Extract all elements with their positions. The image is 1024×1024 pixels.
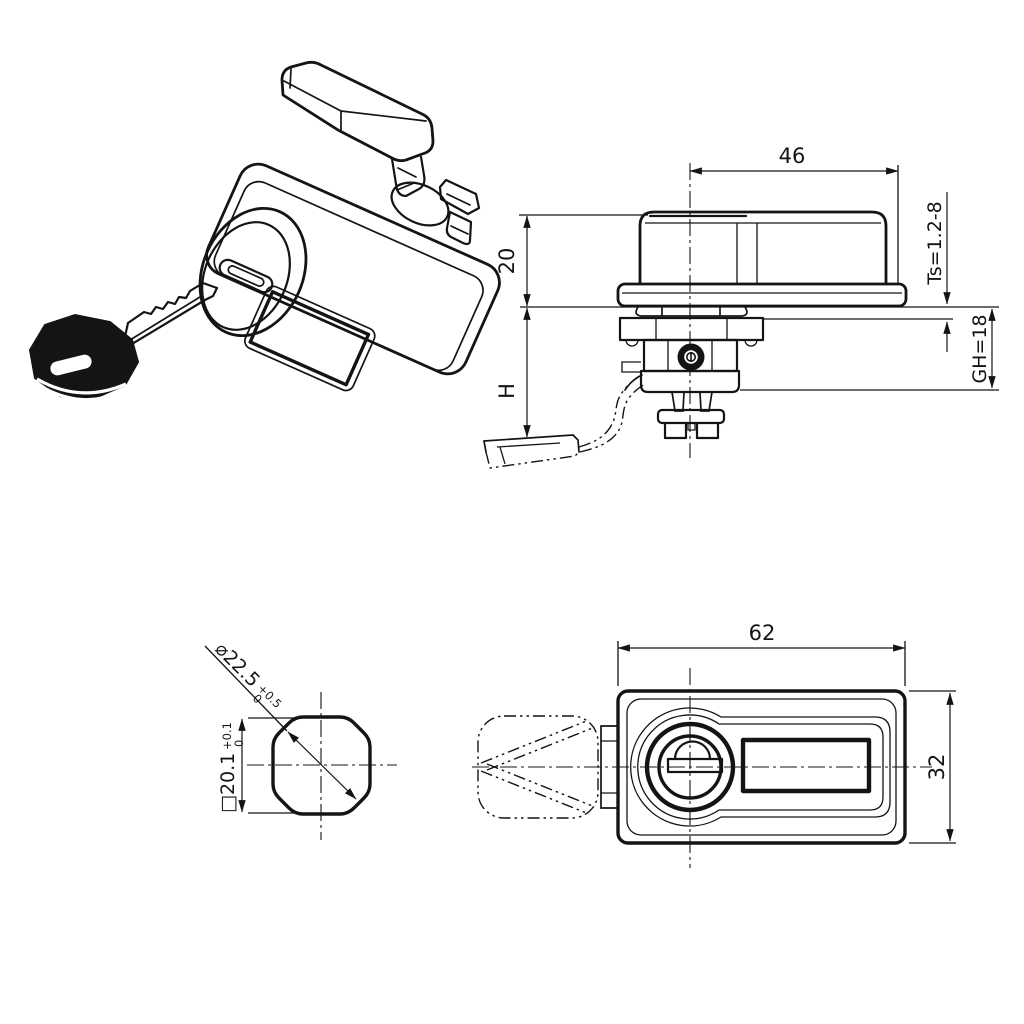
side-flange — [616, 282, 908, 308]
key — [28, 281, 219, 402]
dim-gh: GH=18 — [969, 314, 991, 383]
dim-diameter: ⌀22.5 — [210, 638, 264, 692]
key-slot-outer — [218, 258, 274, 294]
front-body-outline — [616, 689, 907, 845]
pawl-arm — [483, 374, 646, 469]
key-head-stripe-1 — [36, 377, 127, 395]
phantom-knob-wing-lower — [480, 763, 596, 815]
flange-front-face — [213, 180, 484, 372]
dim-62: 62 — [749, 621, 776, 645]
pawl-inner — [496, 442, 561, 465]
key-slot-inner — [227, 265, 265, 287]
key-blade-groove — [129, 296, 201, 341]
arm-outer-phantom — [578, 374, 643, 448]
dim-square-tol-lower: 0 — [232, 740, 246, 747]
front-key-slot — [666, 740, 724, 774]
isometric-view — [28, 60, 501, 402]
cylinder-outer — [198, 206, 308, 338]
key-head-stripe-2 — [43, 386, 121, 402]
dim-20: 20 — [495, 248, 519, 275]
cam-nut-cluster — [390, 178, 481, 246]
diameter-leader — [204, 645, 288, 732]
cam-mount — [639, 369, 741, 394]
cylinder-rim — [201, 221, 291, 331]
seal-ring — [635, 306, 748, 317]
flange-rect — [616, 282, 908, 308]
front-body-inner — [626, 698, 897, 836]
racetrack-outer — [630, 707, 891, 827]
phantom-knob — [477, 715, 599, 819]
wing-tab-edge — [396, 167, 417, 191]
window-recess-outer — [243, 285, 376, 392]
cam-washer — [656, 408, 726, 425]
dim-square-tol-upper: +0.1 — [220, 722, 234, 750]
side-view: 46 20 H Ts=1.2-8 GH=18 — [483, 144, 999, 469]
racetrack-inner — [637, 714, 884, 820]
nut-bumps — [625, 339, 758, 347]
side-body — [618, 306, 765, 440]
key-slot-dome — [673, 740, 712, 761]
phantom-knob-outline — [477, 715, 599, 819]
feet-notch — [687, 423, 696, 431]
panel-cutout-view: ⌀22.5 +0.5 0 □20.1 +0.1 0 — [204, 638, 397, 840]
cam-lower-line — [450, 225, 469, 235]
dim-32: 32 — [925, 754, 949, 781]
wing-blade-outline — [280, 60, 435, 163]
dim-46: 46 — [779, 144, 806, 168]
key-head-hole — [50, 354, 92, 376]
cylinder-head — [198, 206, 308, 338]
bezel-outer-circle — [644, 721, 736, 813]
pawl-phantom — [485, 451, 580, 469]
housing-lines — [667, 340, 713, 371]
side-cap — [638, 210, 888, 286]
tab-lines — [601, 740, 618, 794]
arm-solid-segment — [624, 374, 643, 391]
window-recess — [248, 290, 371, 387]
phantom-knob-wing-upper — [480, 719, 596, 771]
cap-front-corner — [736, 223, 758, 284]
square-label: □20.1 +0.1 0 — [217, 722, 246, 813]
flange-body — [205, 162, 501, 392]
hex-nut — [618, 316, 765, 342]
arm-attach-step — [621, 361, 641, 373]
pawl-left — [483, 440, 487, 453]
dim-H: H — [495, 383, 519, 399]
nut-facets — [655, 318, 728, 340]
key-slot-bar — [666, 757, 724, 774]
tab-outline — [600, 725, 619, 809]
knob-side-tab — [600, 725, 619, 809]
dim-ts: Ts=1.2-8 — [924, 201, 946, 285]
cam-lower-block — [445, 210, 473, 246]
key-blade — [120, 281, 219, 352]
front-window — [740, 737, 872, 794]
cam-block — [438, 178, 481, 216]
dim-line-diameter — [287, 731, 357, 800]
arm-inner-phantom — [579, 383, 646, 453]
front-view: 62 32 — [472, 621, 956, 868]
wing-fold-lines — [283, 68, 427, 131]
side-dimensions: 46 20 H Ts=1.2-8 GH=18 — [495, 144, 996, 438]
front-dimensions: 62 32 — [617, 621, 956, 844]
cam-block-line — [446, 193, 471, 206]
cap-outline — [638, 210, 888, 286]
cutout-octagon — [271, 715, 372, 816]
feet — [663, 421, 720, 440]
wing-bend-tab — [390, 155, 426, 198]
diameter-label: ⌀22.5 +0.5 0 — [210, 638, 284, 711]
pawl-top — [483, 434, 580, 453]
hub-ellipse — [390, 181, 450, 227]
wing-knob — [280, 60, 435, 198]
dim-square: □20.1 — [217, 753, 239, 813]
shaft-legs — [671, 391, 713, 412]
